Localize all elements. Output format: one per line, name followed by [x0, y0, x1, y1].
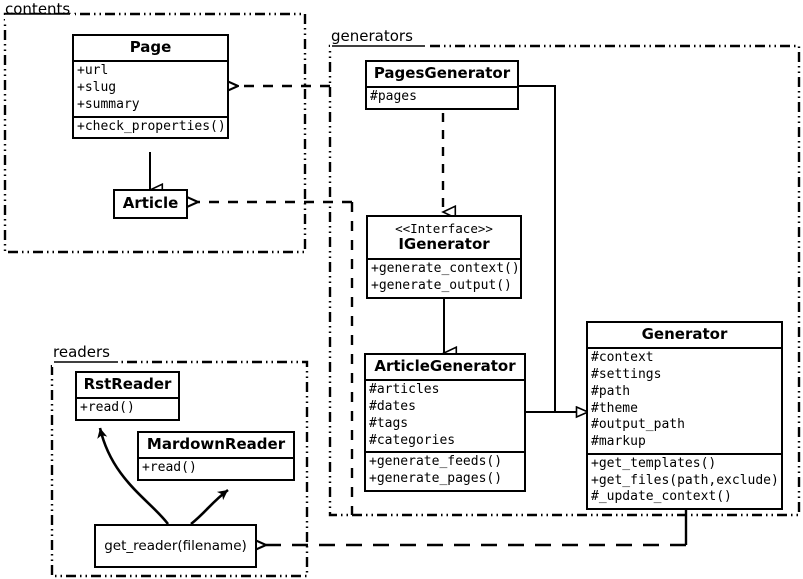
class-attributes-page: +url +slug +summary	[74, 60, 227, 115]
attribute-row: +slug	[77, 80, 117, 96]
package-frame-contents	[3, 12, 307, 254]
package-label-readers: readers	[53, 343, 110, 361]
class-operations-generator: +get_templates() +get_files(path,exclude…	[588, 452, 781, 508]
class-name-pagesgenerator: PagesGenerator	[373, 64, 511, 82]
class-name-generator: Generator	[641, 325, 728, 343]
connector-getreader-to-rstreader	[97, 427, 170, 525]
attribute-row: #path	[591, 383, 631, 399]
package-label-contents: contents	[5, 0, 71, 18]
class-attributes-generator: #context #settings #path #theme #output_…	[588, 347, 781, 453]
class-name-igenerator: IGenerator	[398, 235, 490, 253]
function-label-get-reader: get_reader(filename)	[104, 538, 247, 554]
class-operations-articlegenerator: +generate_feeds() +generate_pages()	[366, 451, 524, 490]
class-box-pagesgenerator[interactable]: PagesGenerator #pages	[365, 60, 519, 111]
class-attributes-articlegenerator: #articles #dates #tags #categories	[366, 379, 524, 451]
connector-generator-to-getreader	[266, 507, 688, 545]
class-box-article[interactable]: Article	[113, 189, 188, 220]
connector-getreader-to-mardownreader	[190, 488, 229, 526]
operation-row: +read()	[142, 460, 197, 476]
attribute-row: +url	[77, 63, 109, 79]
class-box-articlegenerator[interactable]: ArticleGenerator #articles #dates #tags …	[364, 353, 526, 492]
class-box-page[interactable]: Page +url +slug +summary +check_properti…	[72, 34, 229, 140]
class-name-rstreader: RstReader	[83, 375, 172, 393]
connector-generators-to-article	[198, 202, 354, 515]
attribute-row: #context	[591, 350, 654, 366]
attribute-row: #categories	[369, 432, 456, 448]
package-frame-generators	[328, 41, 801, 517]
operation-row: +get_templates()	[591, 455, 717, 471]
class-operations-page: +check_properties()	[74, 115, 227, 138]
function-box-get-reader[interactable]: get_reader(filename)	[94, 524, 257, 568]
class-name-mardownreader: MardownReader	[146, 435, 286, 453]
class-header-igenerator: <<Interface>> IGenerator	[368, 217, 520, 258]
attribute-row: #pages	[370, 89, 417, 105]
attribute-row: #settings	[591, 367, 662, 383]
connector-generators-to-generator	[519, 85, 588, 412]
attribute-row: #tags	[369, 415, 409, 431]
attribute-row: #output_path	[591, 417, 685, 433]
operation-row: +generate_feeds()	[369, 454, 503, 470]
operation-row: #_update_context()	[591, 489, 732, 505]
operation-row: +check_properties()	[77, 118, 226, 134]
class-name-page: Page	[129, 38, 172, 56]
class-attributes-pagesgenerator: #pages	[367, 86, 517, 108]
attribute-row: +summary	[77, 96, 140, 112]
package-frame-readers	[50, 357, 309, 578]
class-operations-rstreader: +read()	[77, 397, 178, 419]
class-name-articlegenerator: ArticleGenerator	[374, 357, 516, 375]
operation-row: +get_files(path,exclude)	[591, 472, 779, 488]
class-box-generator[interactable]: Generator #context #settings #path #them…	[586, 321, 783, 511]
attribute-row: #dates	[369, 399, 416, 415]
class-operations-igenerator: +generate_context() +generate_output()	[368, 258, 520, 297]
operation-row: +read()	[80, 400, 135, 416]
attribute-row: #markup	[591, 434, 646, 450]
class-stereotype-igenerator: <<Interface>>	[395, 221, 493, 236]
class-box-igenerator[interactable]: <<Interface>> IGenerator +generate_conte…	[366, 215, 522, 299]
operation-row: +generate_pages()	[369, 471, 503, 487]
class-operations-mardownreader: +read()	[139, 457, 293, 479]
attribute-row: #theme	[591, 400, 638, 416]
attribute-row: #articles	[369, 382, 440, 398]
package-label-generators: generators	[331, 27, 413, 45]
class-name-article: Article	[122, 194, 179, 212]
operation-row: +generate_output()	[371, 278, 512, 294]
operation-row: +generate_context()	[371, 261, 520, 277]
class-box-mardownreader[interactable]: MardownReader +read()	[137, 431, 295, 482]
class-box-rstreader[interactable]: RstReader +read()	[75, 371, 180, 422]
